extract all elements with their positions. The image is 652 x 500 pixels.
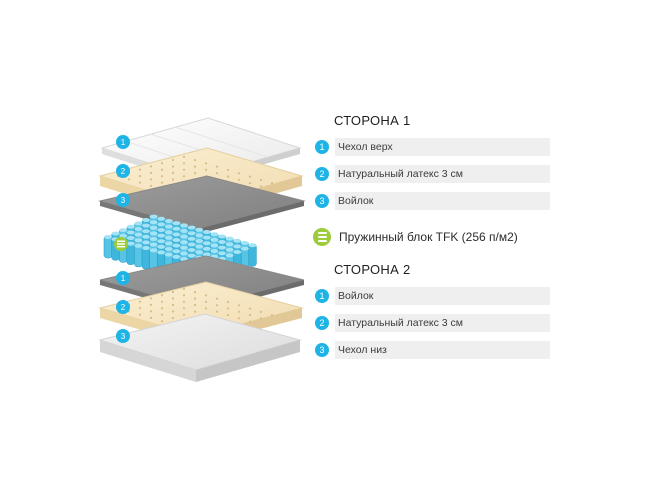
- number-badge: 2: [315, 167, 329, 181]
- svg-text:1: 1: [121, 138, 126, 147]
- side-2-title: СТОРОНА 2: [334, 262, 411, 277]
- side-1-item-3: 3 Войлок: [312, 192, 550, 210]
- layer-label: Чехол верх: [338, 141, 393, 153]
- illustration-marker-bottom-1: 1: [116, 271, 130, 285]
- side-1-item-2: 2 Натуральный латекс 3 см: [312, 165, 550, 183]
- row-background: [335, 192, 550, 210]
- side-2-item-1: 1 Войлок: [312, 287, 550, 305]
- illustration-marker-top-3: 3: [116, 193, 130, 207]
- illustration-marker-top-2: 2: [116, 164, 130, 178]
- side-2-item-3: 3 Чехол низ: [312, 341, 550, 359]
- svg-text:2: 2: [121, 167, 126, 176]
- side-1-item-1: 1 Чехол верх: [312, 138, 550, 156]
- illustration-marker-spring: [114, 237, 128, 251]
- layer-label: Войлок: [338, 290, 374, 302]
- row-background: [335, 314, 550, 332]
- layer-label: Натуральный латекс 3 см: [338, 317, 464, 329]
- layer-label: Чехол низ: [338, 344, 387, 356]
- side-1-title: СТОРОНА 1: [334, 113, 411, 128]
- svg-text:3: 3: [121, 196, 126, 205]
- svg-text:3: 3: [121, 332, 126, 341]
- spring-block-icon: [313, 228, 331, 246]
- illustration-marker-bottom-2: 2: [116, 300, 130, 314]
- number-badge: 3: [315, 194, 329, 208]
- row-background: [335, 287, 550, 305]
- row-background: [335, 341, 550, 359]
- layer-label: Войлок: [338, 195, 374, 207]
- row-background: [335, 138, 550, 156]
- number-badge: 1: [315, 289, 329, 303]
- row-background: [335, 165, 550, 183]
- number-badge: 2: [315, 316, 329, 330]
- spring-block-row: Пружинный блок TFK (256 п/м2): [312, 227, 518, 247]
- number-badge: 1: [315, 140, 329, 154]
- layer-label: Натуральный латекс 3 см: [338, 168, 464, 180]
- mattress-layers-illustration: 1 2 3 1 2 3: [98, 117, 306, 382]
- number-badge: 3: [315, 343, 329, 357]
- svg-text:1: 1: [121, 274, 126, 283]
- svg-text:2: 2: [121, 303, 126, 312]
- spring-block-label: Пружинный блок TFK (256 п/м2): [339, 230, 518, 244]
- illustration-marker-top-1: 1: [116, 135, 130, 149]
- illustration-marker-bottom-3: 3: [116, 329, 130, 343]
- side-2-item-2: 2 Натуральный латекс 3 см: [312, 314, 550, 332]
- layer-cover-bottom: [98, 313, 302, 382]
